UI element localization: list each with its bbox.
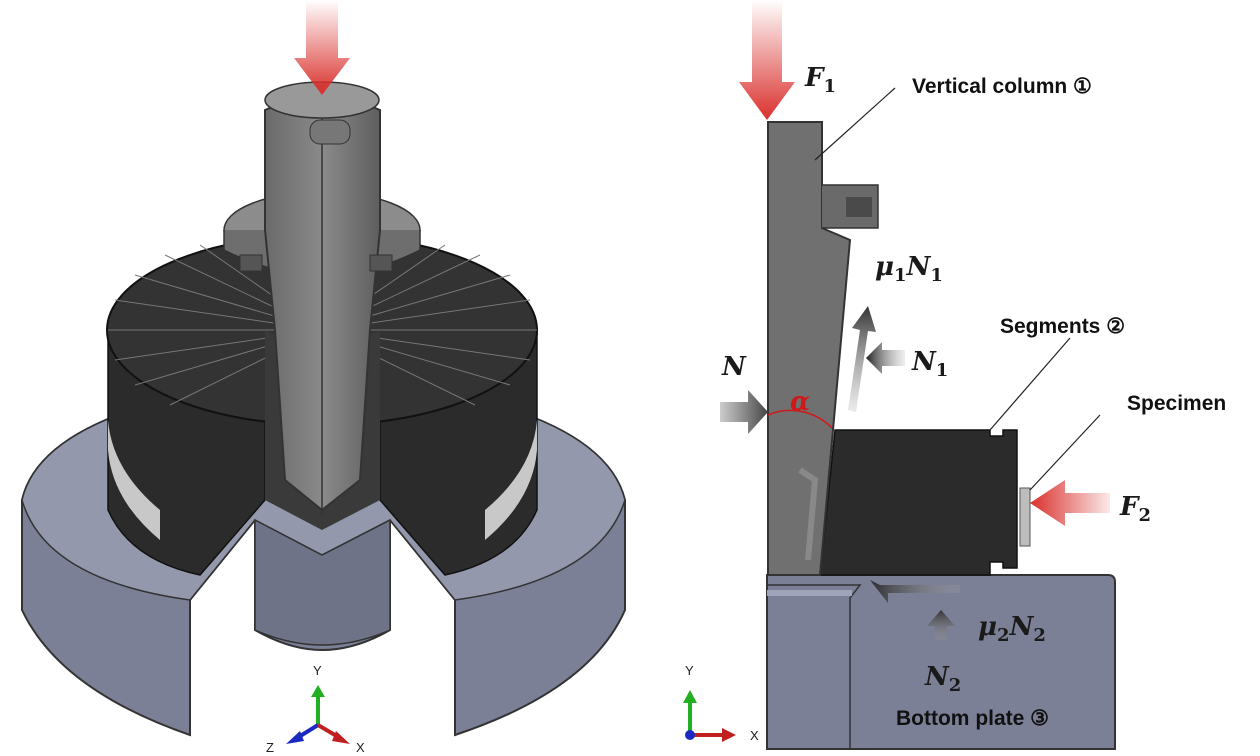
force-arrow-f2	[1030, 480, 1110, 526]
vertical-column-section	[767, 121, 879, 576]
force-label-mu1n1: μ1N1	[875, 252, 943, 286]
isometric-assembly-view: Y Z X	[21, 0, 626, 755]
angle-arc	[767, 409, 833, 429]
bottom-plate-section	[766, 574, 1116, 750]
force-arrow-f1	[739, 0, 795, 120]
force-arrow-mu1n1	[848, 306, 876, 412]
force-label-f2: F2	[1119, 492, 1151, 526]
label-segments: Segments ②	[1000, 315, 1125, 338]
cross-section-view: α Vertical column ① Segments ② Specimen …	[683, 0, 1226, 750]
axis-triad-2d: Y X	[683, 663, 759, 743]
label-vertical-column: Vertical column ①	[912, 75, 1092, 98]
force-label-mu2n2: μ2N2	[978, 612, 1046, 646]
axis-label-z: Z	[266, 740, 274, 755]
axis-label-y-2d: Y	[685, 663, 694, 678]
vertical-column-3d	[223, 81, 421, 515]
specimen-shape	[1019, 487, 1031, 547]
force-arrow-n	[720, 390, 768, 434]
force-arrow-n1	[866, 342, 905, 374]
force-arrow-mu2n2	[870, 580, 960, 603]
force-label-n1: N1	[911, 347, 948, 381]
axis-label-x: X	[356, 740, 365, 755]
axis-label-x-2d: X	[750, 728, 759, 743]
force-label-n2: N2	[924, 662, 961, 696]
axis-triad-3d: Y Z X	[266, 663, 365, 755]
leader-lines	[814, 87, 1101, 491]
force-arrow-top	[294, 0, 350, 95]
label-specimen: Specimen	[1127, 392, 1226, 415]
label-bottom-plate: Bottom plate ③	[896, 707, 1049, 730]
force-label-f1: F1	[804, 63, 836, 97]
angle-alpha: α	[790, 387, 810, 417]
force-arrow-n2	[927, 610, 955, 640]
segments-section	[819, 429, 1031, 576]
force-label-n: N	[721, 352, 747, 382]
axis-label-y: Y	[313, 663, 322, 678]
